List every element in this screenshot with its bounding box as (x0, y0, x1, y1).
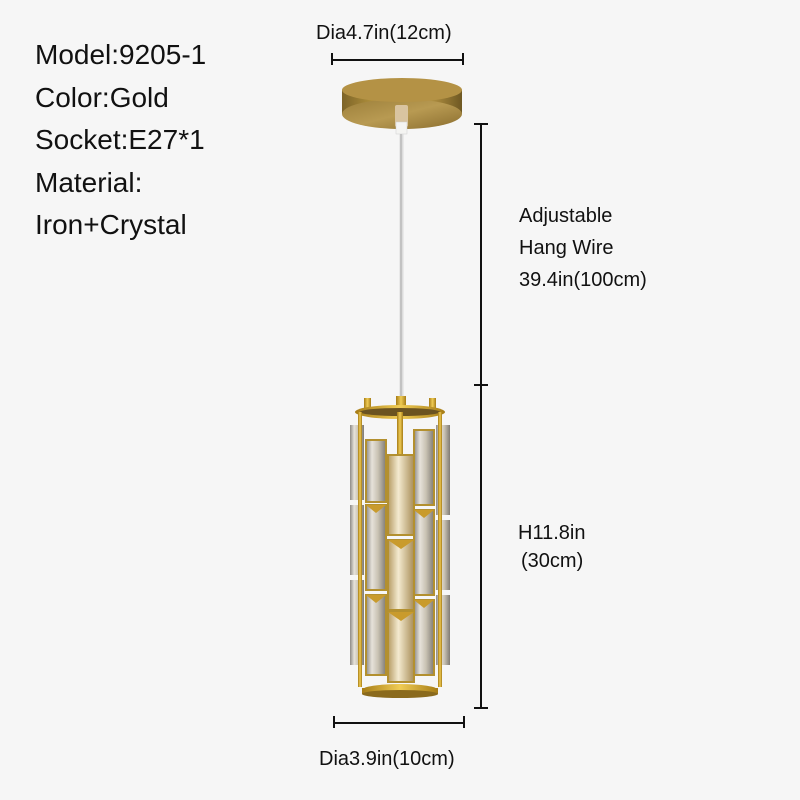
height-label-2: (30cm) (521, 550, 584, 572)
canopy-diameter-tick-right (462, 53, 464, 65)
canopy-diameter-tick-left (331, 53, 333, 65)
spec-model: Model:9205-1 (35, 39, 207, 70)
spec-list: Model:9205-1 Color:Gold Socket:E27*1 Mat… (35, 34, 206, 247)
wire-length-line (480, 123, 482, 385)
spec-material-label: Material: (35, 166, 143, 198)
wire-length-tick-top (474, 123, 488, 125)
height-label-1: H11.8in (518, 522, 586, 544)
crystal-shade (350, 396, 450, 698)
wire-length-label-1: Adjustable (519, 205, 613, 227)
shade-diameter-tick-right (463, 716, 465, 728)
height-tick-bottom (474, 707, 488, 709)
spec-color: Color:Gold (35, 81, 169, 113)
height-line (480, 384, 482, 708)
shade-diameter-label: Dia3.9in(10cm) (319, 748, 455, 770)
canopy (342, 78, 462, 135)
wire-length-label-3: 39.4in(100cm) (519, 269, 647, 291)
spec-socket: Socket:E27*1 (35, 124, 205, 155)
spec-material-value: Iron+Crystal (35, 209, 187, 240)
shade-diameter-line (333, 722, 464, 724)
wire-length-label-2: Hang Wire (519, 237, 614, 259)
shade-diameter-tick-left (333, 716, 335, 728)
canopy-diameter-label: Dia4.7in(12cm) (316, 22, 452, 44)
canopy-diameter-line (331, 59, 463, 61)
